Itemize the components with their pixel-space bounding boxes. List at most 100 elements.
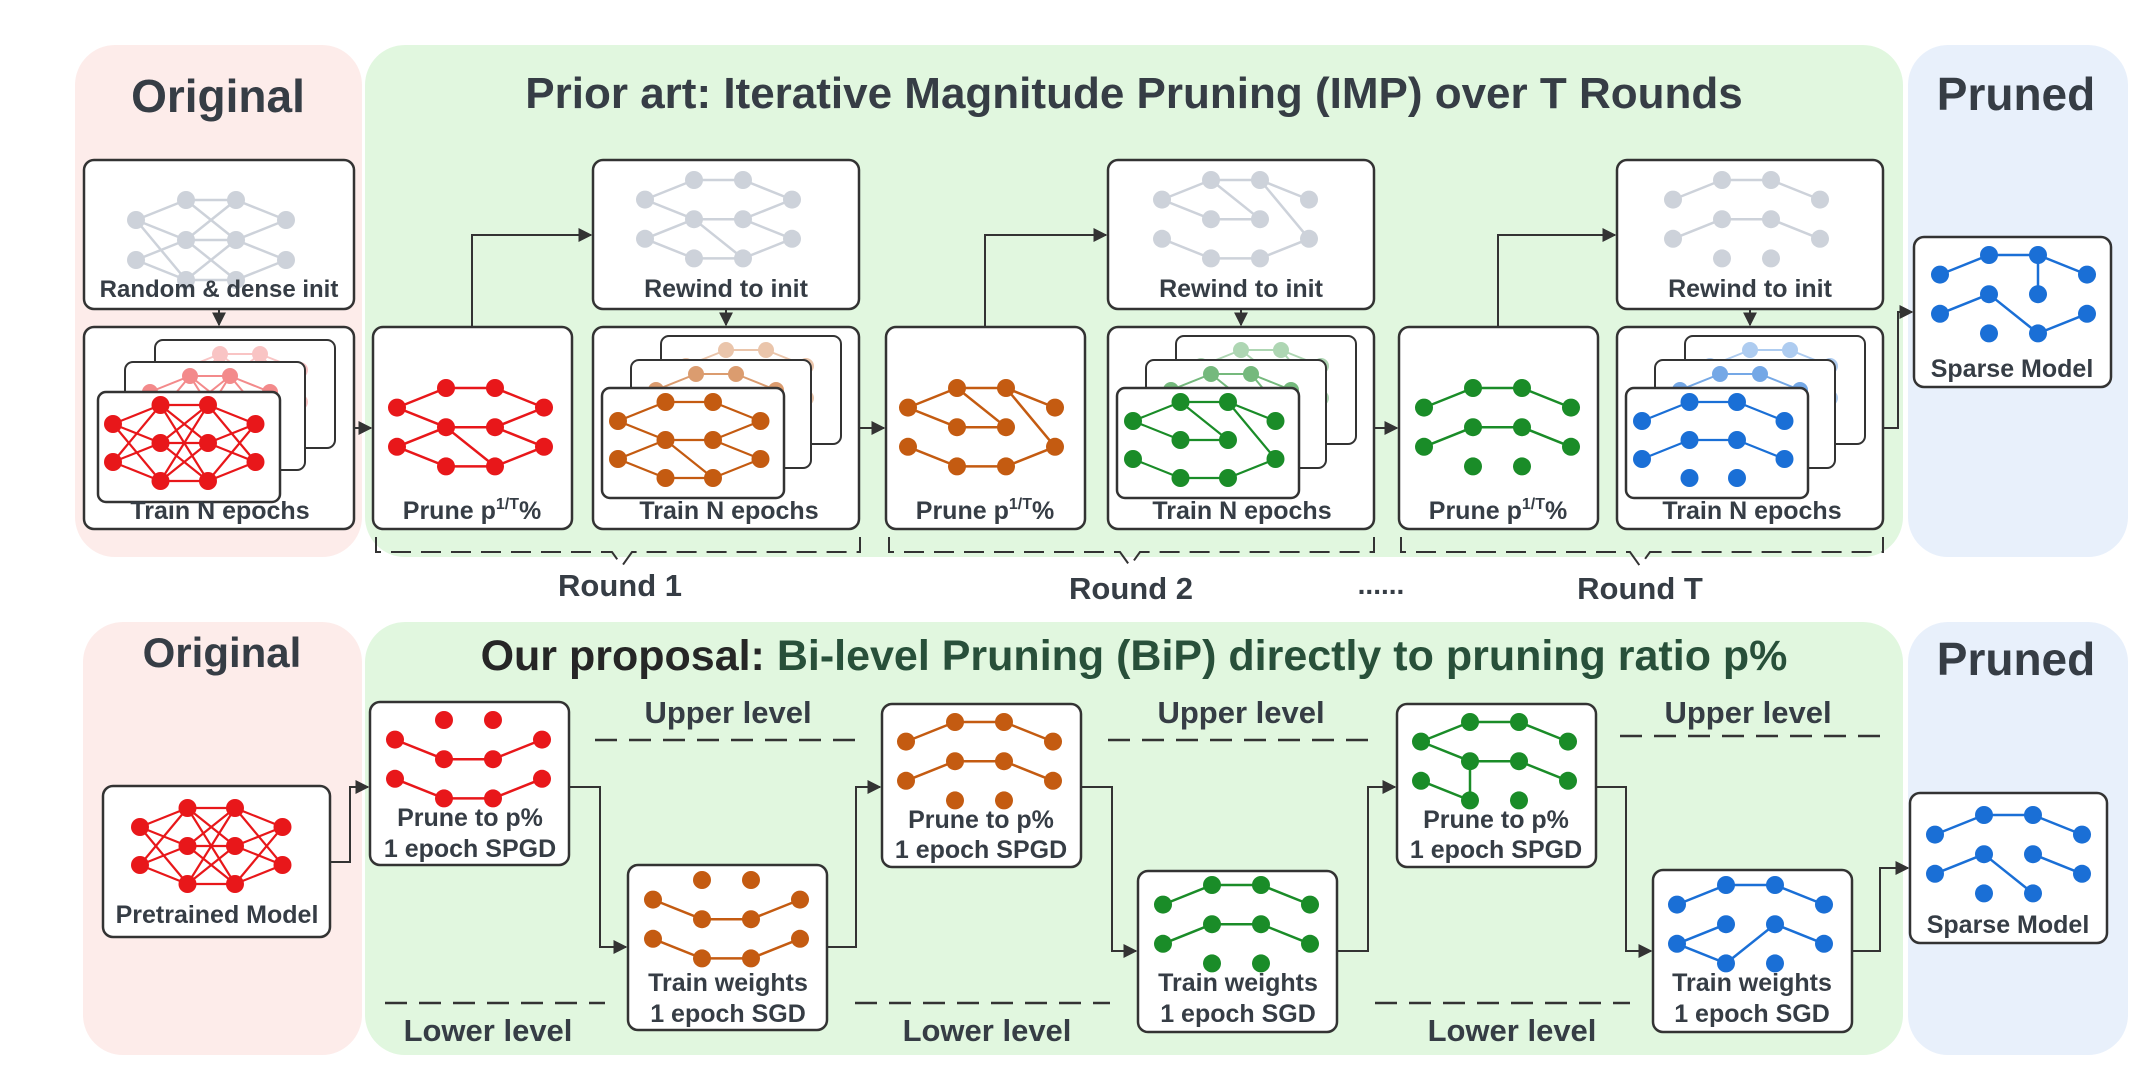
network-node [783, 229, 801, 248]
network-node [104, 415, 122, 433]
network-node [199, 396, 217, 414]
network-node [897, 732, 915, 751]
network-node [1252, 915, 1270, 934]
network-graph [897, 713, 1062, 810]
network-graph [1412, 713, 1577, 810]
network-node [1728, 393, 1746, 411]
network-node [386, 730, 404, 749]
network-node [1931, 304, 1949, 323]
network-node [1815, 895, 1833, 914]
network-graph [104, 396, 265, 490]
network-edge [1259, 179, 1310, 240]
network-node [1510, 791, 1528, 810]
network-node [742, 949, 760, 968]
network-node [791, 929, 809, 948]
network-node [127, 251, 145, 269]
top-pruned-title: Pruned [1937, 68, 2095, 120]
network-node [2078, 265, 2096, 284]
network-node [1510, 713, 1528, 731]
network-edge [186, 807, 236, 885]
network-node [946, 713, 964, 731]
round-ellipsis: ...... [1358, 569, 1405, 600]
train-line1-2: Train weights [1158, 969, 1318, 997]
network-node [1203, 954, 1221, 973]
network-node [997, 379, 1015, 397]
network-node [1219, 469, 1237, 487]
network-node [1124, 450, 1142, 468]
init-network [127, 191, 295, 289]
network-node [1713, 171, 1731, 189]
network-graph [131, 799, 292, 893]
network-node [2029, 324, 2047, 343]
train-stack-rT [1624, 335, 1866, 500]
network-node [742, 871, 760, 889]
network-node [783, 190, 801, 209]
top-connectors [212, 228, 1914, 435]
lower-level-label-1: Lower level [404, 1013, 573, 1048]
network-node [246, 453, 265, 471]
network-node [948, 457, 966, 476]
network-node [1301, 934, 1319, 953]
network-node [995, 752, 1013, 771]
train-weights-network-2 [1154, 876, 1319, 973]
train-weights-network-1 [644, 871, 809, 968]
prune-text-rT: Prune p [1429, 497, 1522, 525]
network-node [177, 231, 195, 249]
network-graph [1926, 806, 2091, 903]
level-dashes [385, 734, 1880, 1005]
network-node [1273, 342, 1289, 358]
network-node [388, 437, 406, 456]
network-node [277, 211, 295, 229]
network-node [227, 231, 245, 249]
network-node [435, 750, 453, 769]
network-node [897, 771, 915, 790]
network-graph [644, 871, 809, 968]
prune-box-3 [1395, 702, 1598, 869]
network-node [1811, 229, 1829, 248]
network-edge [664, 439, 714, 479]
round-braces [375, 537, 1884, 568]
network-node [1782, 342, 1798, 358]
network-node [1412, 771, 1430, 790]
network-node [1464, 457, 1482, 476]
network-edge [112, 404, 162, 463]
network-node [437, 457, 455, 476]
network-graph [127, 191, 295, 289]
network-node [1219, 393, 1237, 411]
network-node [693, 949, 711, 968]
network-node [685, 249, 703, 268]
network-node [1713, 249, 1731, 268]
network-node [1717, 876, 1735, 894]
network-graph [388, 379, 553, 476]
network-node [693, 871, 711, 889]
network-node [484, 789, 502, 808]
pretrained-network [131, 799, 292, 893]
network-node [1668, 934, 1686, 953]
network-node [1046, 437, 1064, 456]
network-node [791, 890, 809, 909]
network-node [1202, 249, 1220, 268]
network-graph [386, 711, 551, 808]
network-node [1728, 469, 1746, 487]
network-node [1562, 437, 1580, 456]
network-node [273, 856, 292, 874]
network-node [1412, 732, 1430, 751]
network-edge [186, 845, 236, 885]
network-edge [185, 239, 237, 281]
network-node [486, 457, 504, 476]
prune-line2-2: 1 epoch SPGD [895, 836, 1067, 864]
network-node [751, 412, 770, 430]
network-edge [1179, 401, 1229, 441]
network-node [718, 342, 734, 358]
network-node [1171, 393, 1190, 411]
network-node [995, 713, 1013, 731]
network-node [1926, 864, 1944, 883]
network-edge [234, 826, 284, 885]
network-node [1464, 418, 1482, 437]
network-node [1664, 229, 1682, 248]
network-edge [159, 404, 209, 482]
network-node [1154, 934, 1172, 953]
bottom-main-title: Our proposal: Bi-level Pruning (BiP) dir… [481, 632, 1788, 680]
network-node [758, 342, 774, 358]
